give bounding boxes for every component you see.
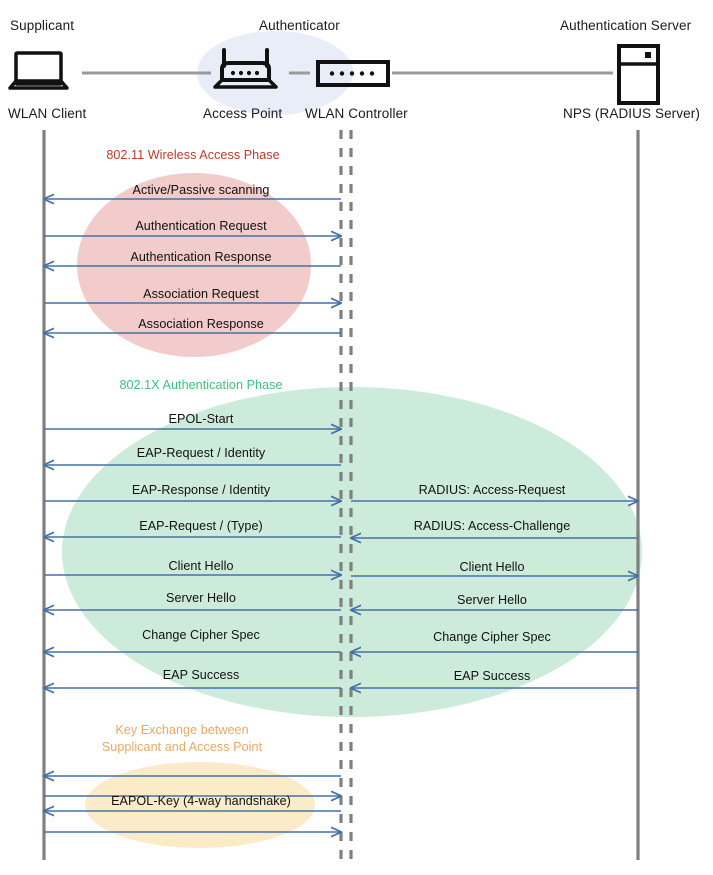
message-label: Change Cipher Spec	[142, 628, 260, 642]
laptop-icon	[8, 51, 69, 90]
switch-led-1	[339, 71, 345, 76]
message-label: Authentication Request	[135, 219, 267, 233]
authenticator-group-highlight	[197, 31, 353, 115]
authenticator-halo-ellipse	[197, 31, 353, 115]
message-label: EAP-Request / (Type)	[139, 519, 263, 533]
switch-led-4	[369, 71, 375, 76]
switch-led-2	[349, 71, 355, 76]
laptop-screen	[14, 51, 63, 86]
server-body	[617, 44, 660, 105]
wireless-router-icon	[213, 48, 278, 89]
ap-foot	[213, 78, 278, 89]
switch-led-3	[359, 71, 365, 76]
device-icons	[8, 44, 660, 105]
message-arrows	[44, 199, 638, 832]
ap-led-3	[254, 70, 260, 76]
ap-led-1	[238, 70, 244, 76]
ap-led-0	[230, 70, 236, 76]
phase-ellipse-key-exchange-phase	[85, 762, 315, 848]
message-label: Authentication Response	[130, 250, 272, 264]
message-label: Active/Passive scanning	[132, 183, 270, 197]
message-label: Association Request	[143, 287, 259, 301]
phase-label-dot1x-authentication-phase: 802.1X Authentication Phase	[119, 378, 283, 392]
server-rack-icon	[617, 44, 660, 105]
switch-led-0	[329, 71, 335, 76]
message-label: EPOL-Start	[168, 412, 234, 426]
actor-caption-wlan-controller: WLAN Controller	[305, 106, 408, 121]
message-label: Change Cipher Spec	[433, 630, 551, 644]
message-label: Client Hello	[168, 559, 234, 573]
message-label: EAPOL-Key (4-way handshake)	[111, 794, 291, 808]
switch-body	[316, 60, 390, 87]
laptop-base	[8, 79, 69, 90]
actor-role-access-point: Authenticator	[259, 18, 340, 33]
actor-caption-access-point: Access Point	[203, 106, 283, 121]
phase-ellipse-wireless-access-phase	[77, 173, 311, 357]
message-label: EAP-Request / Identity	[136, 446, 266, 460]
ap-body	[220, 61, 271, 82]
message-label: RADIUS: Access-Request	[418, 483, 566, 497]
message-label: Server Hello	[457, 593, 527, 607]
actor-role-supplicant: Supplicant	[10, 18, 75, 33]
phase-label-wireless-access-phase: 802.11 Wireless Access Phase	[106, 148, 280, 162]
network-switch-icon	[316, 60, 390, 87]
server-status-led	[645, 52, 651, 58]
message-label: EAP Success	[162, 668, 240, 682]
actor-role-auth-server: Authentication Server	[560, 18, 692, 33]
ap-led-2	[246, 70, 252, 76]
message-label: RADIUS: Access-Challenge	[413, 519, 571, 533]
message-label: Association Response	[138, 317, 264, 331]
message-label: Server Hello	[166, 591, 236, 605]
message-label: Client Hello	[459, 560, 525, 574]
lifelines	[42, 130, 640, 860]
actor-caption-supplicant: WLAN Client	[8, 106, 87, 121]
message-label: EAP Success	[453, 669, 531, 683]
message-label: EAP-Response / Identity	[131, 483, 271, 497]
actor-caption-auth-server: NPS (RADIUS Server)	[563, 106, 700, 121]
